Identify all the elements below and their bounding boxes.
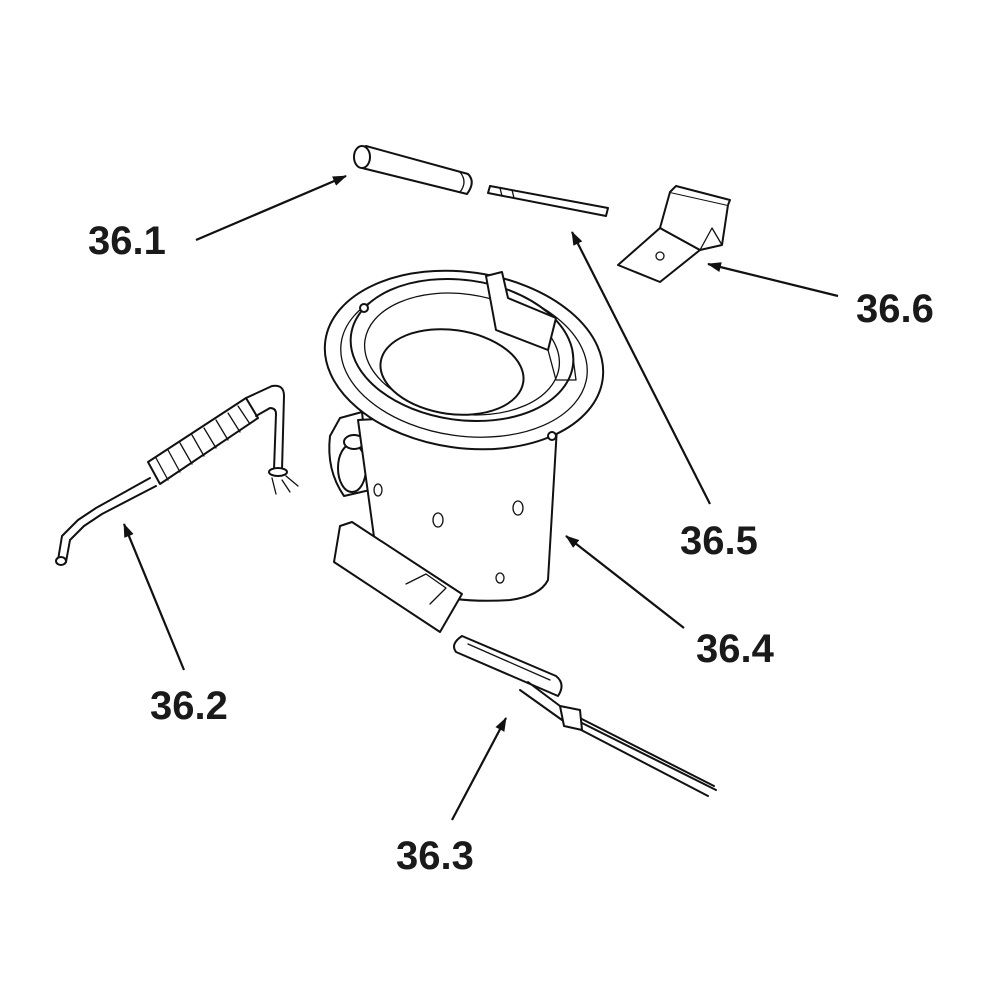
arrow-36-2 [122, 523, 186, 671]
part-36-3-lever [453, 635, 717, 797]
arrow-36-3 [451, 717, 507, 821]
leader-arrows [122, 174, 839, 821]
label-36-1: 36.1 [88, 219, 166, 263]
label-36-2: 36.2 [150, 684, 228, 728]
part-36-5-rod [487, 185, 609, 217]
arrow-36-1 [195, 174, 347, 242]
label-36-4: 36.4 [696, 627, 774, 671]
arrow-36-5 [571, 231, 711, 505]
label-36-3: 36.3 [396, 834, 474, 878]
part-36-2-spring-rod [55, 384, 299, 566]
arrow-36-4 [565, 535, 685, 629]
label-36-6: 36.6 [856, 287, 934, 331]
part-36-4-housing [323, 269, 605, 633]
label-36-5: 36.5 [680, 519, 758, 563]
arrow-36-6 [707, 262, 839, 298]
part-36-1-pin [353, 145, 473, 195]
part-36-6-bracket [617, 185, 731, 283]
